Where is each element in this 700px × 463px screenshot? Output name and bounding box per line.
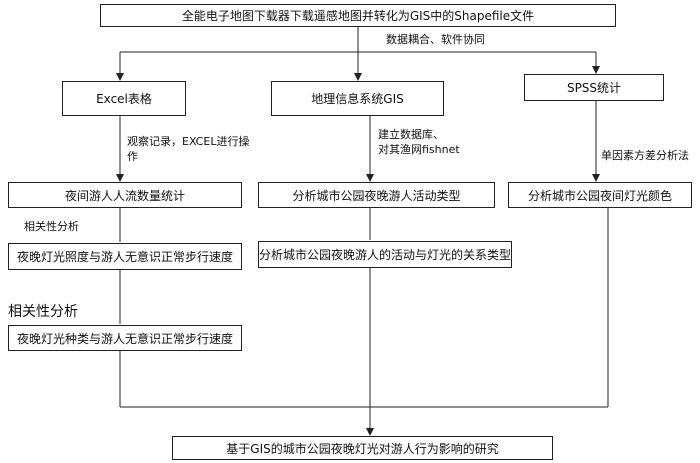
gis-database-label: 建立数据库、 对其渔网fishnet [378,127,460,157]
excel-operation-line2: 作 [127,150,138,163]
activity-light-relation-box: 分析城市公园夜晚游人的活动与灯光的关系类型 [258,241,512,268]
excel-operation-line1: 观察记录，EXCEL进行操 [127,135,250,148]
gis-label: 地理信息系统GIS [311,92,404,106]
activity-type-box: 分析城市公园夜晚游人活动类型 [258,182,495,208]
conclusion-box: 基于GIS的城市公园夜晚灯光对游人行为影响的研究 [172,436,553,460]
illuminance-speed-label: 夜晚灯光照度与游人无意识正常步行速度 [16,250,233,264]
light-color-box: 分析城市公园夜间灯光颜色 [508,182,692,208]
excel-label: Excel表格 [96,92,152,106]
excel-operation-label: 观察记录，EXCEL进行操 作 [127,134,249,164]
night-flow-box: 夜间游人人流数量统计 [8,182,242,208]
illuminance-speed-box: 夜晚灯光照度与游人无意识正常步行速度 [8,243,242,270]
gis-database-line2: 对其渔网fishnet [378,143,460,156]
excel-box: Excel表格 [62,81,186,116]
light-color-label: 分析城市公园夜间灯光颜色 [527,188,672,203]
spss-box: SPSS统计 [524,74,664,101]
lighttype-speed-box: 夜晚灯光种类与游人无意识正常步行速度 [8,325,242,351]
data-coupling-label: 数据耦合、软件协同 [386,33,485,46]
gis-database-line1: 建立数据库、 [378,128,444,141]
correlation-analysis-label-1: 相关性分析 [24,220,79,233]
spss-label: SPSS统计 [566,81,622,95]
source-data-label: 全能电子地图下载器下载遥感地图并转化为GIS中的Shapefile文件 [181,9,535,23]
spss-method-label: 单因素方差分析法 [601,149,689,162]
correlation-analysis-label-2: 相关性分析 [8,304,78,320]
activity-type-label: 分析城市公园夜晚游人活动类型 [292,188,461,203]
conclusion-label: 基于GIS的城市公园夜晚灯光对游人行为影响的研究 [226,441,499,456]
night-flow-label: 夜间游人人流数量统计 [64,188,185,203]
gis-box: 地理信息系统GIS [271,81,444,116]
source-data-box: 全能电子地图下载器下载遥感地图并转化为GIS中的Shapefile文件 [100,4,616,27]
lighttype-speed-label: 夜晚灯光种类与游人无意识正常步行速度 [16,331,233,346]
activity-light-relation-label: 分析城市公园夜晚游人的活动与灯光的关系类型 [259,248,512,262]
